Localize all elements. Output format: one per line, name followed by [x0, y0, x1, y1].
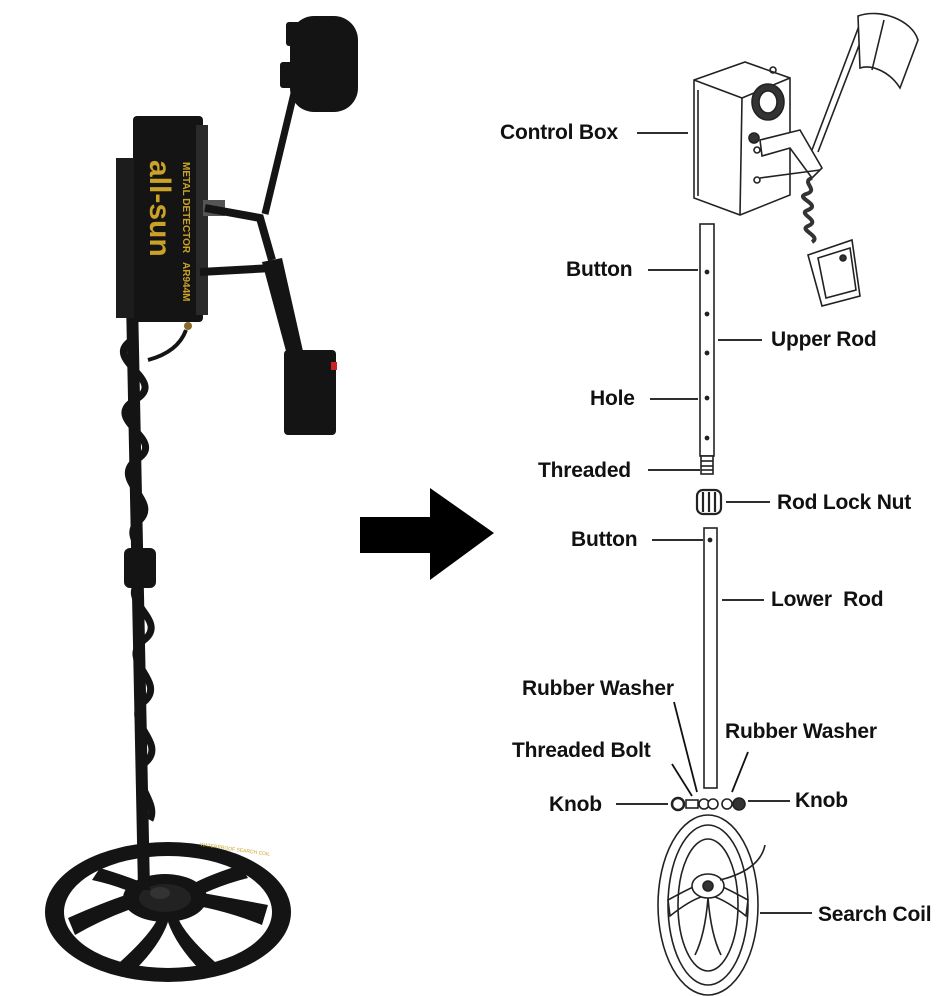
photo-armrest-cuff — [280, 16, 358, 112]
label-rubber-washer-right: Rubber Washer — [725, 720, 877, 743]
drawing-upper-rod — [699, 223, 715, 475]
label-search-coil: Search Coil — [818, 903, 932, 926]
drawing-lower-rod — [703, 527, 718, 789]
label-rod-lock-nut: Rod Lock Nut — [777, 491, 912, 514]
photo-control-box: all-sun METAL DETECTOR AR944M — [116, 116, 225, 330]
label-button-lower: Button — [571, 528, 638, 551]
direction-arrow — [360, 488, 494, 580]
label-button-upper: Button — [566, 258, 633, 281]
drawing-search-coil — [657, 814, 766, 996]
drawing-handle-armrest — [748, 12, 919, 307]
label-knob-left: Knob — [549, 793, 602, 816]
photo-shaft-clamp — [124, 548, 156, 588]
drawing-hardware — [670, 796, 746, 812]
label-threaded-bolt: Threaded Bolt — [512, 739, 651, 762]
drawing-rod-lock-nut — [695, 488, 723, 516]
photo-search-coil: WATERPROOF SEARCH COIL — [45, 842, 291, 982]
exploded-line-art — [657, 12, 919, 996]
label-rubber-washer-left: Rubber Washer — [522, 677, 674, 700]
photo-model-number: AR944M — [180, 262, 191, 301]
label-control-box: Control Box — [500, 121, 618, 144]
photo-armrest-bracket — [204, 204, 276, 262]
assembled-detector-photo: WATERPROOF SEARCH COIL all-sun METAL DET… — [45, 16, 358, 982]
photo-handle-grip — [262, 258, 305, 366]
photo-handle-bar — [199, 264, 273, 276]
label-knob-right: Knob — [795, 789, 848, 812]
label-lower-rod: Lower Rod — [771, 588, 884, 611]
photo-brand-subtitle: METAL DETECTOR — [180, 162, 191, 254]
label-upper-rod: Upper Rod — [771, 328, 877, 351]
label-hole: Hole — [590, 387, 635, 410]
photo-battery-box — [284, 350, 336, 435]
label-threaded: Threaded — [538, 459, 631, 482]
photo-brand-logo: all-sun — [143, 160, 176, 257]
leader-lines — [616, 132, 812, 914]
